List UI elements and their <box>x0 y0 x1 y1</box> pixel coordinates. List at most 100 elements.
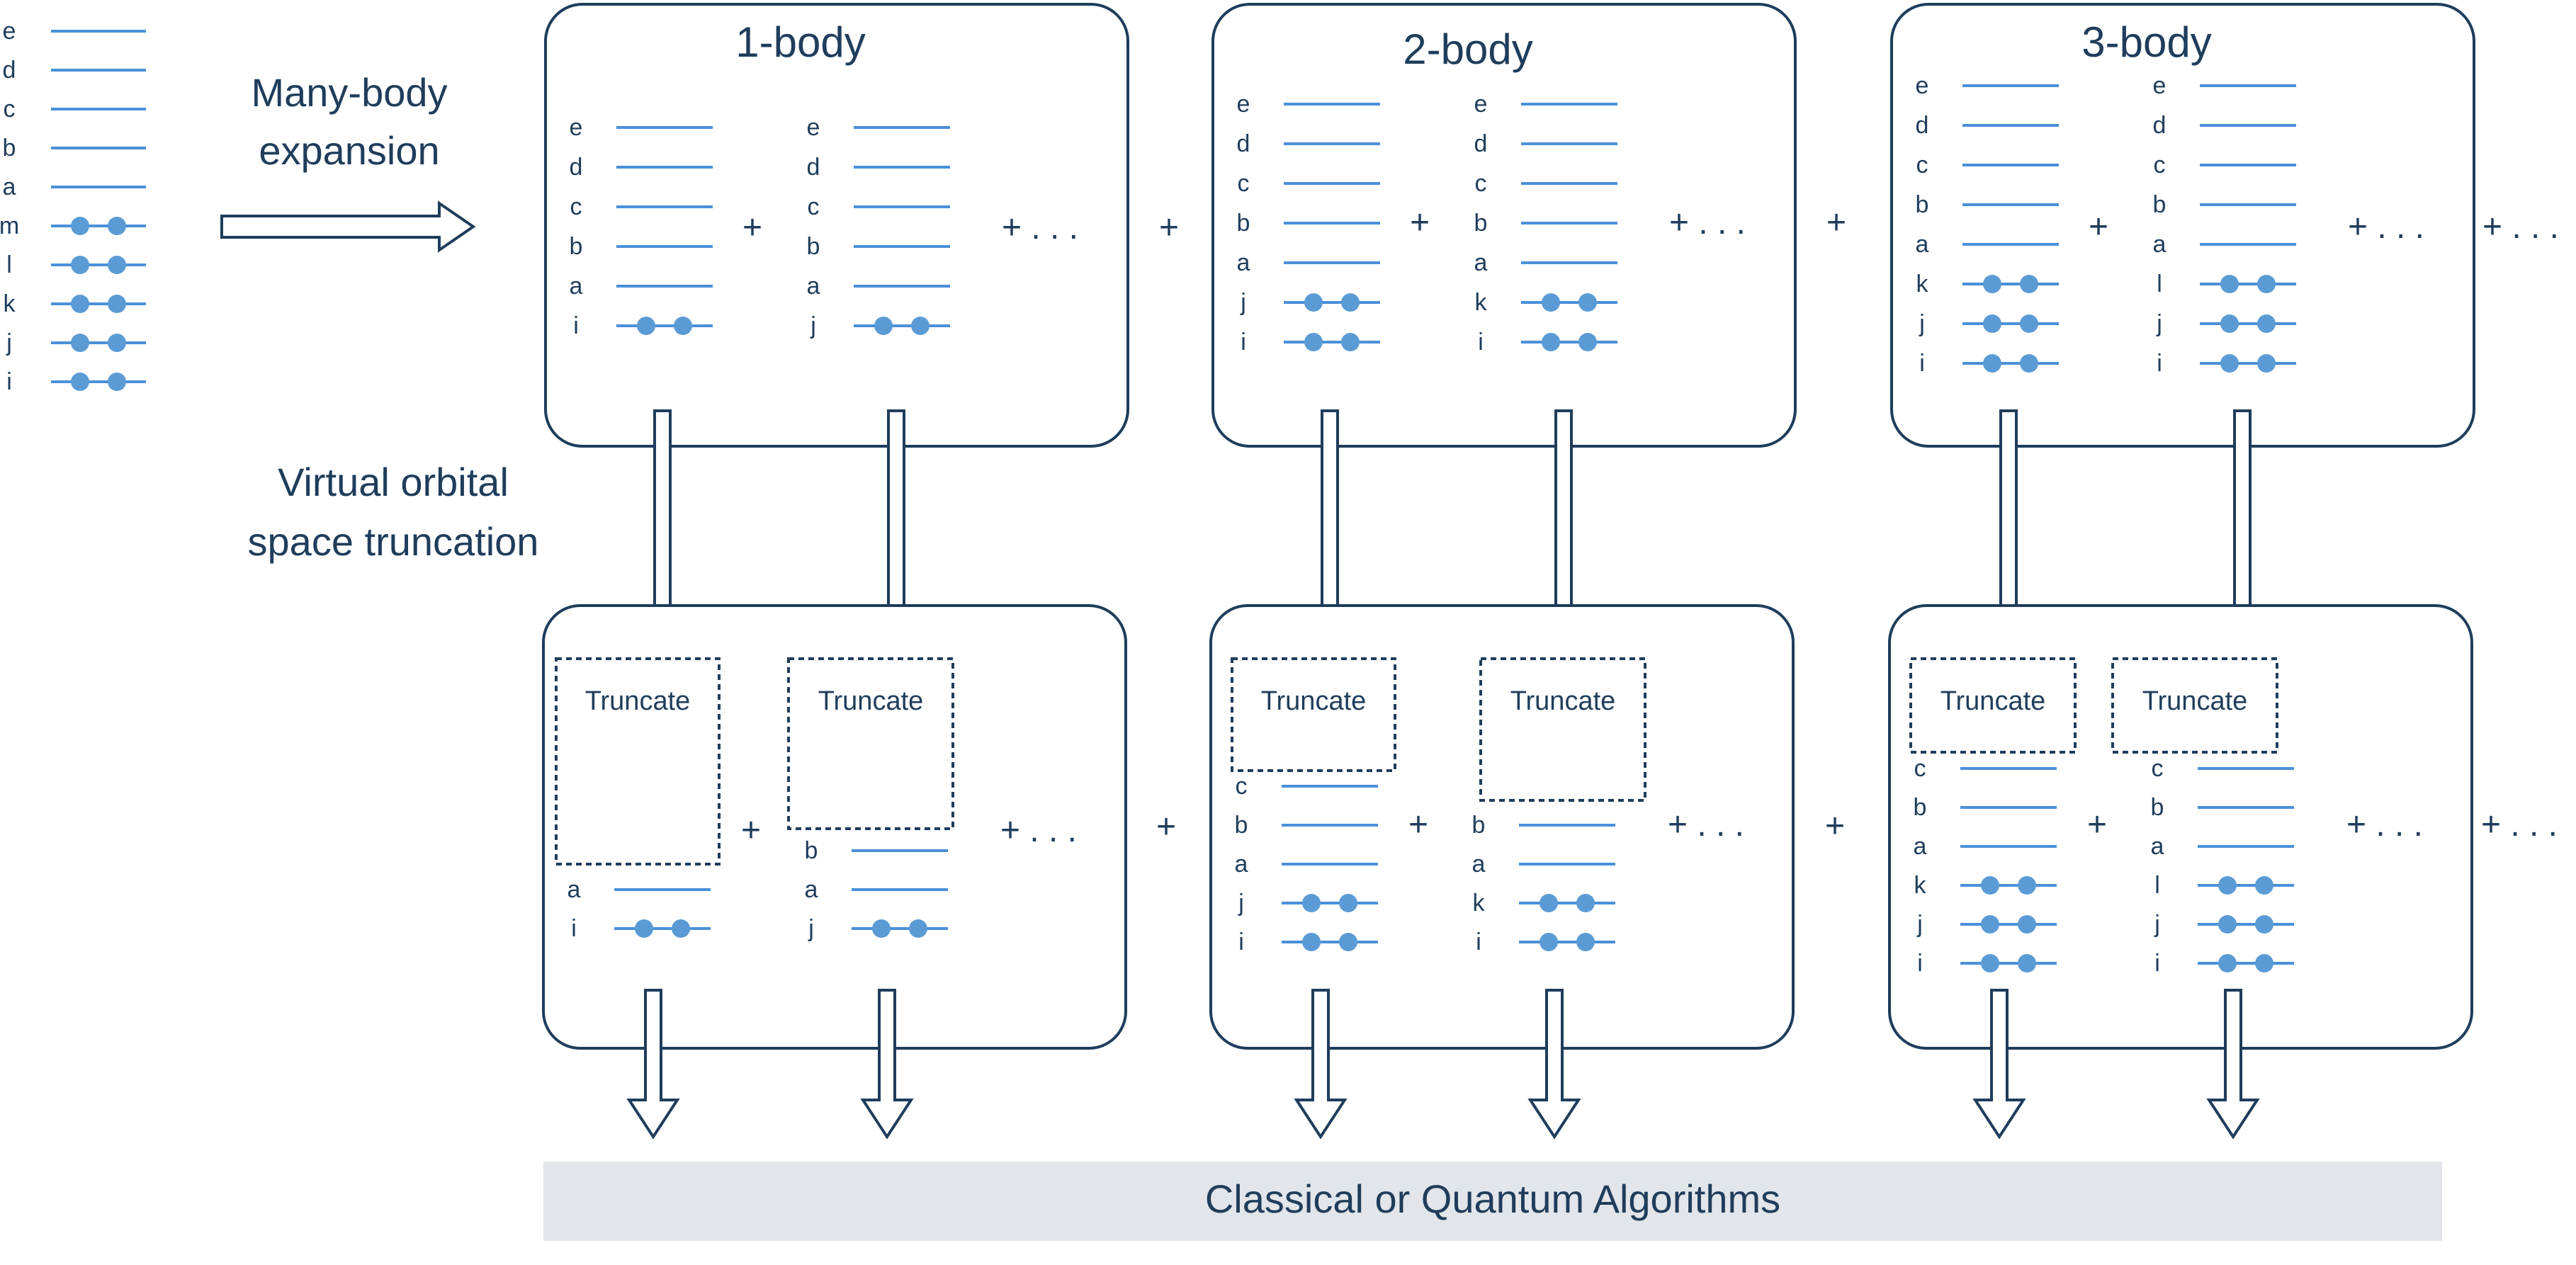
orbital-label: b <box>1916 191 1929 218</box>
electron-icon <box>108 373 126 391</box>
orbital-level-k: k <box>1916 271 2059 297</box>
orbital-level-j: j <box>1238 890 1378 917</box>
orbital-level-a: a <box>807 273 950 300</box>
orbital-level-b: b <box>1916 191 2059 218</box>
electron-icon <box>2218 915 2237 934</box>
orbital-label: b <box>1237 210 1250 237</box>
orbital-level-e: e <box>570 114 713 141</box>
orbital-label: a <box>1916 231 1929 258</box>
electron-icon <box>1341 293 1360 312</box>
orbital-level-k: k <box>1473 890 1615 917</box>
electron-icon <box>2255 954 2273 972</box>
orbital-label: m <box>0 212 19 239</box>
orbital-label: b <box>1235 812 1248 839</box>
orbital-label: d <box>3 57 16 84</box>
electron-icon <box>71 334 89 352</box>
orbital-label: e <box>570 114 583 141</box>
orbital-label: c <box>1236 773 1248 800</box>
orbital-label: l <box>6 251 12 278</box>
plus-sign: + <box>742 209 762 246</box>
ellipsis-sign: + . . . <box>2481 806 2558 844</box>
orbital-level-a: a <box>1474 249 1617 276</box>
orbital-level-b: b <box>807 233 950 260</box>
electron-icon <box>108 295 126 313</box>
orbital-level-i: i <box>6 368 146 395</box>
orbital-label: a <box>1235 851 1248 878</box>
orbital-label: a <box>1472 851 1486 878</box>
algorithm-arrow-icon <box>1527 989 1581 1140</box>
electron-icon <box>909 919 927 938</box>
electron-icon <box>1339 933 1357 951</box>
orbital-level-k: k <box>1475 289 1617 316</box>
orbital-label: c <box>2154 152 2166 178</box>
orbital-label: c <box>1475 170 1487 197</box>
ellipsis-sign: + . . . <box>1000 812 1077 849</box>
algorithm-arrow-icon <box>626 989 680 1140</box>
orbital-label: d <box>570 154 583 181</box>
orbital-level-c: c <box>1236 773 1378 800</box>
orbital-level-e: e <box>1474 91 1617 118</box>
electron-icon <box>2018 954 2036 972</box>
electron-icon <box>1981 915 1999 934</box>
orbital-label: k <box>1916 271 1929 297</box>
orbital-label: i <box>1919 350 1925 377</box>
algorithm-arrow-icon <box>1294 989 1348 1140</box>
orbital-label: i <box>573 312 579 339</box>
orbital-label: j <box>2156 310 2162 337</box>
orbital-label: b <box>2153 191 2167 218</box>
orbital-level-b: b <box>1237 210 1380 237</box>
algorithms-bar <box>543 1162 2442 1241</box>
electron-icon <box>1983 354 2001 373</box>
orbital-label: i <box>1917 950 1923 977</box>
orbital-level-d: d <box>1474 130 1617 157</box>
electron-icon <box>108 334 126 352</box>
bottom-box <box>542 604 1127 1050</box>
orbital-level-a: a <box>1235 851 1378 878</box>
orbital-label: a <box>1237 249 1250 276</box>
orbital-level-i: i <box>1238 929 1378 955</box>
electron-icon <box>1981 876 1999 895</box>
plus-sign: + <box>1826 204 1846 242</box>
orbital-label: a <box>1474 249 1488 276</box>
electron-icon <box>1339 894 1357 912</box>
orbital-level-i: i <box>571 915 711 942</box>
electron-icon <box>1304 293 1323 312</box>
orbital-level-c: c <box>1238 170 1380 197</box>
orbital-level-j: j <box>6 329 146 356</box>
truncate-box: Truncate <box>787 657 954 830</box>
electron-icon <box>2220 314 2239 333</box>
electron-icon <box>1578 333 1597 351</box>
bottom-box <box>1209 604 1795 1050</box>
orbital-label: j <box>1240 289 1246 316</box>
orbital-level-i: i <box>573 312 713 339</box>
virtual-orbital-label: Virtual orbital <box>278 460 509 504</box>
orbital-label: k <box>1475 289 1488 316</box>
electron-icon <box>911 317 930 335</box>
orbital-label: b <box>1474 210 1488 237</box>
orbital-level-a: a <box>1914 833 2057 860</box>
electron-icon <box>1576 894 1595 912</box>
orbital-level-b: b <box>1235 812 1378 839</box>
orbital-level-b: b <box>805 837 948 864</box>
orbital-label: i <box>1238 929 1244 955</box>
orbital-level-c: c <box>570 193 713 220</box>
orbital-level-c: c <box>2154 152 2296 178</box>
orbital-level-e: e <box>807 114 950 141</box>
orbital-level-k: k <box>4 290 146 317</box>
electron-icon <box>1576 933 1595 951</box>
expansion-label: expansion <box>259 128 439 173</box>
electron-icon <box>1304 333 1323 351</box>
orbital-level-c: c <box>808 193 950 220</box>
orbital-level-a: a <box>2153 231 2296 258</box>
truncate-label: Truncate <box>2142 686 2248 716</box>
orbital-label: a <box>1914 833 1927 860</box>
orbital-level-i: i <box>1476 929 1615 955</box>
orbital-label: l <box>2154 872 2160 899</box>
orbital-stack: baj <box>805 837 948 942</box>
